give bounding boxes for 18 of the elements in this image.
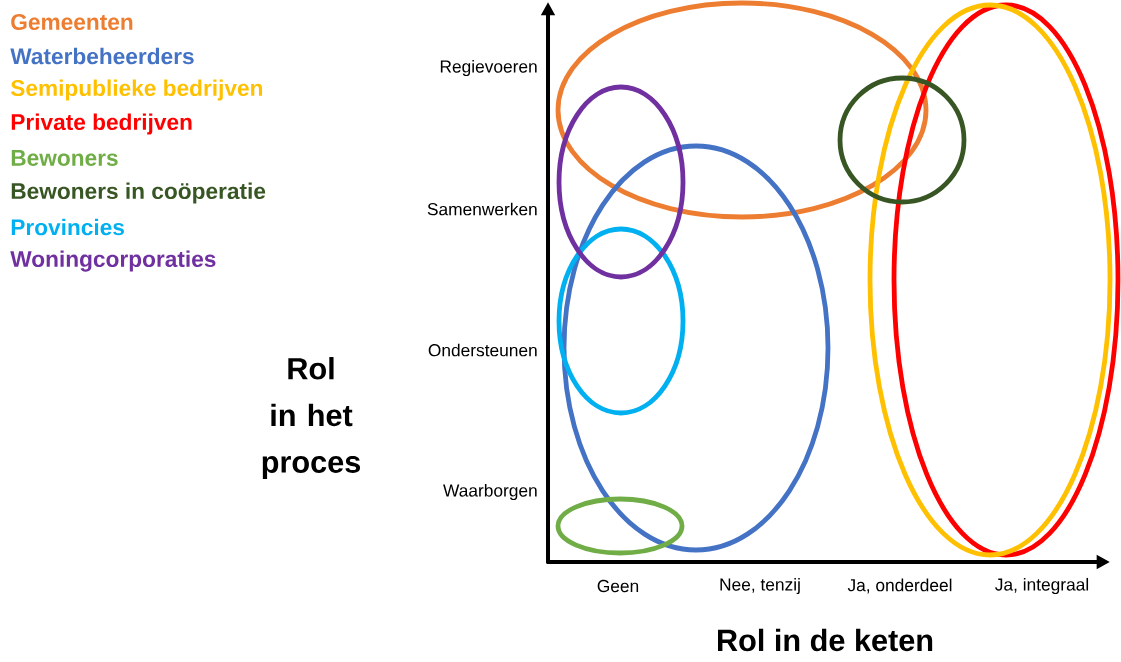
legend-entry: Waterbeheerders: [10, 47, 194, 65]
legend-entry: Woningcorporaties: [10, 250, 216, 272]
legend-entry: Bewoners: [11, 150, 118, 166]
tick-label: Ja, integraal: [995, 577, 1089, 595]
tick-label: Geen: [597, 579, 639, 593]
legend-entry: Provincies: [11, 218, 124, 236]
legend-entry: Private bedrijven: [11, 113, 192, 135]
tick-label: Nee, tenzij: [720, 577, 800, 595]
axis-title: Rol in de keten: [718, 628, 933, 652]
tick-label: Ondersteunen: [428, 343, 537, 357]
tick-label: Regievoeren: [440, 59, 537, 77]
legend-entry: Bewoners in coöperatie: [11, 182, 266, 204]
axis-title: Rol in het proces: [262, 357, 361, 479]
legend-entry: Semipublieke bedrijven: [10, 79, 263, 101]
tick-label: Samenwerken: [427, 202, 537, 216]
tick-label: Ja, onderdeel: [847, 578, 952, 594]
tick-label: Waarborgen: [443, 483, 537, 501]
legend-entry: Gemeenten: [11, 14, 133, 31]
